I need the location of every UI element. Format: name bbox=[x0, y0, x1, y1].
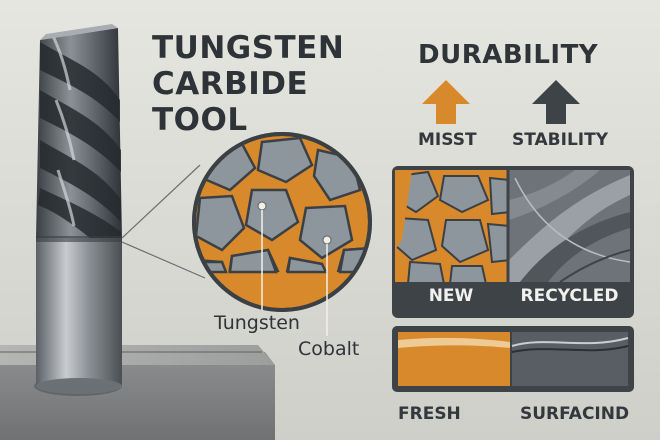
fresh-vs-surfacing-strip bbox=[392, 326, 634, 392]
durability-heading: DURABILITY bbox=[418, 40, 599, 70]
fresh-label: FRESH bbox=[398, 404, 461, 424]
cobalt-callout: Cobalt bbox=[298, 338, 360, 360]
recycled-label: RECYCLED bbox=[520, 286, 619, 306]
new-label: NEW bbox=[428, 286, 474, 306]
up-arrow-icon bbox=[532, 80, 580, 124]
stability-label: STABILITY bbox=[512, 130, 609, 150]
surfacing-label: SURFACIND bbox=[520, 404, 630, 424]
microstructure-magnifier bbox=[192, 132, 372, 336]
misst-label: MISST bbox=[418, 130, 477, 150]
new-vs-recycled-panel bbox=[392, 166, 634, 318]
page-title: TUNGSTEN CARBIDE TOOL bbox=[152, 30, 344, 138]
end-mill-tool bbox=[34, 24, 122, 396]
title-line-1: TUNGSTEN bbox=[152, 30, 345, 66]
up-arrow-icon bbox=[422, 80, 470, 124]
zoom-lines bbox=[121, 164, 206, 279]
title-line-2: CARBIDE bbox=[152, 66, 309, 102]
tungsten-callout: Tungsten bbox=[214, 312, 300, 334]
title-line-3: TOOL bbox=[152, 102, 248, 138]
